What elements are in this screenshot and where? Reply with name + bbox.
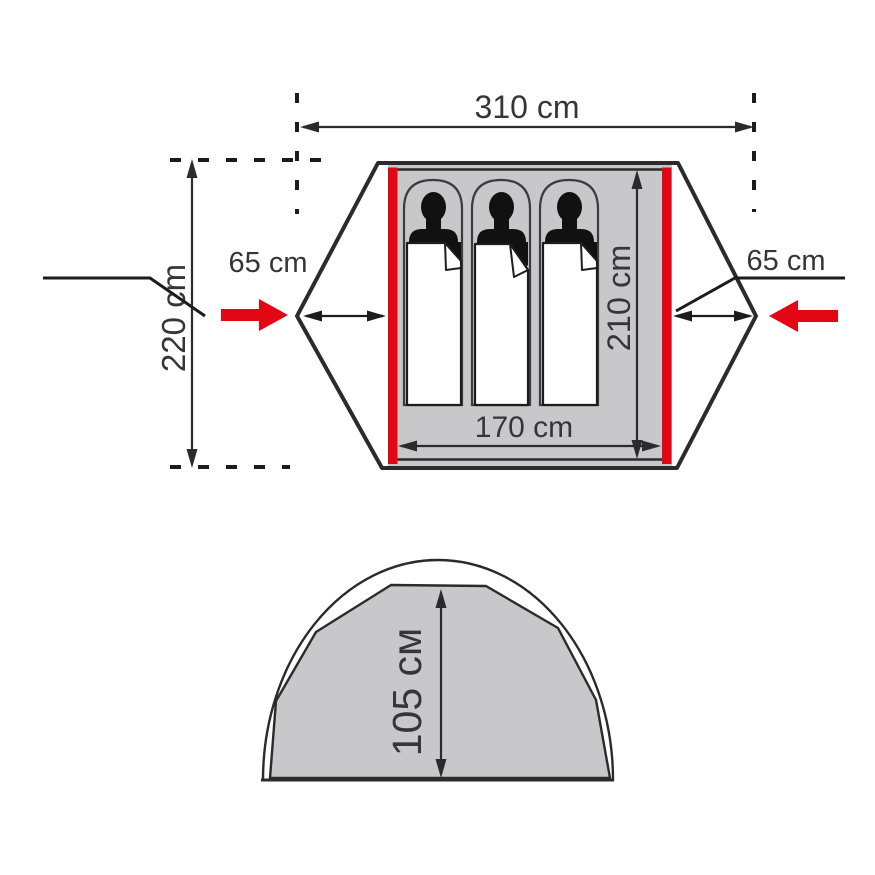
svg-text:170 cm: 170 cm bbox=[475, 411, 573, 444]
svg-text:310 cm: 310 cm bbox=[475, 89, 580, 125]
svg-text:65 cm: 65 cm bbox=[747, 245, 826, 277]
svg-text:65 cm: 65 cm bbox=[229, 247, 308, 279]
svg-text:210 cm: 210 cm bbox=[601, 245, 637, 352]
svg-text:105 см: 105 см bbox=[384, 628, 430, 757]
svg-text:220 cm: 220 cm bbox=[155, 264, 192, 372]
